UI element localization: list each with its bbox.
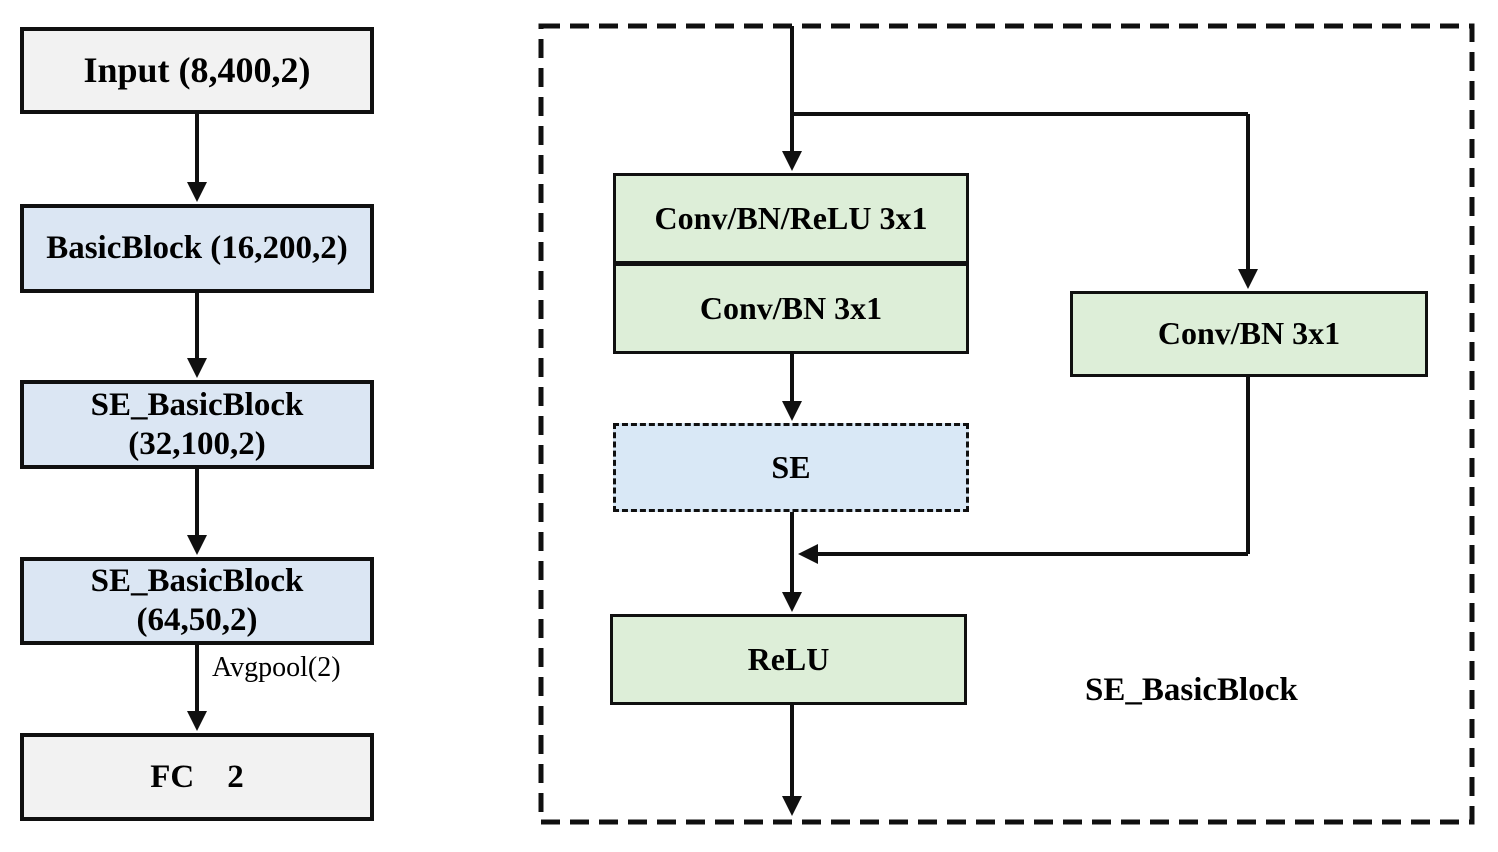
conv-bn-relu-cell: Conv/BN/ReLU 3x1 <box>616 176 966 261</box>
relu-label: ReLU <box>747 640 830 677</box>
shortcut-conv-bn-label: Conv/BN 3x1 <box>1157 315 1341 352</box>
basicblock-node: BasicBlock (16,200,2) <box>20 204 374 293</box>
relu-node: ReLU <box>610 614 967 705</box>
input-node: Input (8,400,2) <box>20 27 374 114</box>
fc-node-label: FC 2 <box>150 758 244 795</box>
shortcut-conv-bn-node: Conv/BN 3x1 <box>1070 291 1428 377</box>
conv-stack-node: Conv/BN/ReLU 3x1 Conv/BN 3x1 <box>613 173 969 354</box>
input-node-label: Input (8,400,2) <box>83 50 311 91</box>
fc-node: FC 2 <box>20 733 374 821</box>
avgpool-edge-label: Avgpool(2) <box>212 652 341 683</box>
conv-bn-cell: Conv/BN 3x1 <box>616 261 966 351</box>
conv-bn-label: Conv/BN 3x1 <box>699 289 883 326</box>
se-module-label: SE <box>771 448 811 485</box>
se-basicblock-1-shape: (32,100,2) <box>128 425 266 462</box>
basicblock-node-label: BasicBlock (16,200,2) <box>46 230 348 267</box>
se-basicblock-2-shape: (64,50,2) <box>136 602 258 638</box>
se-module-node: SE <box>613 423 969 512</box>
se-basicblock-2-node: SE_BasicBlock (64,50,2) <box>20 557 374 645</box>
se-basicblock-1-node: SE_BasicBlock (32,100,2) <box>20 380 374 469</box>
se-basicblock-1-name: SE_BasicBlock <box>90 386 304 423</box>
conv-bn-relu-label: Conv/BN/ReLU 3x1 <box>654 199 928 236</box>
se-basicblock-2-name: SE_BasicBlock <box>90 563 304 600</box>
detail-block-caption: SE_BasicBlock <box>1085 672 1298 708</box>
